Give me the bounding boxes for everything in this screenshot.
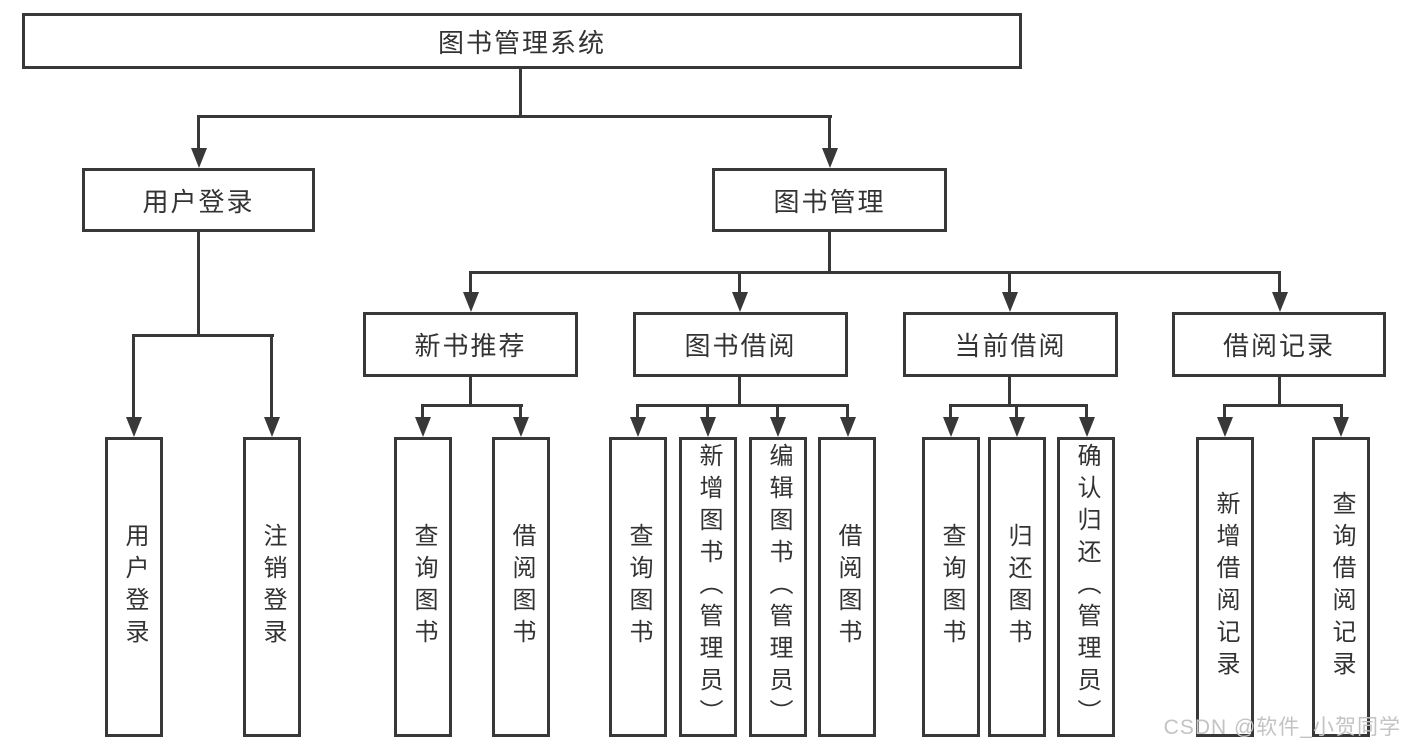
node-confirm-return-admin: 确认归还（管理员）: [1057, 437, 1115, 737]
connector-line: [469, 271, 472, 295]
arrow-down-icon: [415, 417, 431, 437]
arrow-down-icon: [1333, 417, 1349, 437]
connector-line: [706, 404, 709, 420]
connector-line: [949, 404, 952, 420]
arrow-down-icon: [700, 417, 716, 437]
node-query-books-recommend: 查询图书: [394, 437, 452, 737]
connector-line: [846, 404, 849, 420]
node-add-book-admin: 新增图书（管理员）: [679, 437, 737, 737]
node-book-management: 图书管理: [712, 168, 947, 232]
node-library-management-system: 图书管理系统: [22, 13, 1022, 69]
connector-line: [776, 404, 779, 420]
connector-line: [132, 334, 135, 420]
arrow-down-icon: [1079, 417, 1095, 437]
connector-line: [469, 271, 1281, 274]
node-query-books-borrowing: 查询图书: [609, 437, 667, 737]
node-current-borrowing: 当前借阅: [903, 312, 1118, 377]
node-return-book: 归还图书: [988, 437, 1046, 737]
node-query-borrow-record: 查询借阅记录: [1312, 437, 1370, 737]
node-borrow-books-recommend: 借阅图书: [492, 437, 550, 737]
arrow-down-icon: [1009, 417, 1025, 437]
arrow-down-icon: [943, 417, 959, 437]
connector-line: [949, 404, 1088, 407]
connector-line: [828, 232, 831, 274]
arrow-down-icon: [264, 417, 280, 437]
arrow-down-icon: [1272, 292, 1288, 312]
arrow-down-icon: [1002, 292, 1018, 312]
connector-line: [519, 69, 522, 118]
connector-line: [738, 377, 741, 406]
arrow-down-icon: [630, 417, 646, 437]
connector-line: [1340, 404, 1343, 420]
connector-line: [421, 404, 523, 407]
connector-line: [469, 377, 472, 406]
connector-line: [270, 334, 273, 420]
arrow-down-icon: [732, 292, 748, 312]
node-query-books-current: 查询图书: [922, 437, 980, 737]
arrow-down-icon: [513, 417, 529, 437]
arrow-down-icon: [822, 148, 838, 168]
node-user-login: 用户登录: [82, 168, 315, 232]
connector-line: [1223, 404, 1343, 407]
arrow-down-icon: [1217, 417, 1233, 437]
node-book-borrowing: 图书借阅: [633, 312, 848, 377]
connector-line: [519, 404, 522, 420]
node-new-book-recommendation: 新书推荐: [363, 312, 578, 377]
connector-line: [197, 115, 832, 118]
connector-line: [421, 404, 424, 420]
node-user-login-leaf: 用户登录: [105, 437, 163, 737]
arrow-down-icon: [840, 417, 856, 437]
connector-line: [636, 404, 639, 420]
connector-line: [828, 115, 831, 152]
connector-line: [636, 404, 849, 407]
node-add-borrow-record: 新增借阅记录: [1196, 437, 1254, 737]
connector-line: [1008, 377, 1011, 406]
node-logout: 注销登录: [243, 437, 301, 737]
connector-line: [1278, 377, 1281, 406]
node-borrow-books-leaf: 借阅图书: [818, 437, 876, 737]
arrow-down-icon: [126, 417, 142, 437]
connector-line: [1278, 271, 1281, 295]
connector-line: [197, 115, 200, 152]
arrow-down-icon: [463, 292, 479, 312]
connector-line: [738, 271, 741, 295]
node-edit-book-admin: 编辑图书（管理员）: [749, 437, 807, 737]
csdn-watermark: CSDN @软件_小贺同学: [1163, 716, 1401, 739]
connector-line: [1008, 271, 1011, 295]
connector-line: [197, 232, 200, 336]
connector-line: [1223, 404, 1226, 420]
arrow-down-icon: [770, 417, 786, 437]
connector-line: [132, 334, 274, 337]
node-borrowing-records: 借阅记录: [1172, 312, 1386, 377]
connector-line: [1015, 404, 1018, 420]
connector-line: [1085, 404, 1088, 420]
arrow-down-icon: [191, 148, 207, 168]
